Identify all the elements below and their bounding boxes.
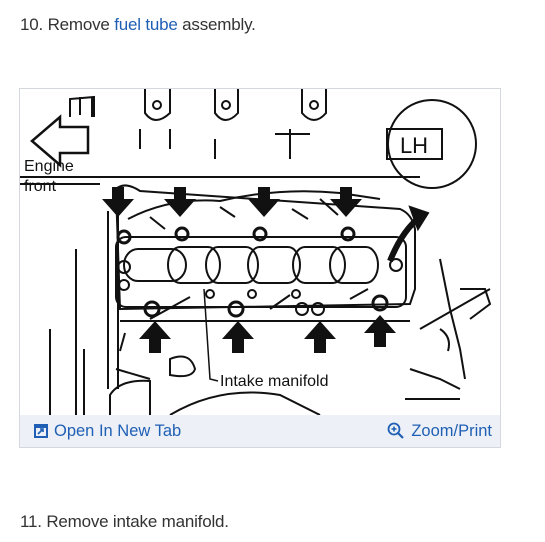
lh-badge-label: LH <box>400 133 428 158</box>
intake-manifold <box>115 190 407 320</box>
valve-linkages <box>20 89 420 185</box>
callout-leader <box>203 288 219 382</box>
open-new-tab-label: Open In New Tab <box>54 421 182 440</box>
step-10-text-after: assembly. <box>182 15 256 34</box>
step-10-number: 10. <box>20 15 44 34</box>
engine-front-arrow <box>30 114 90 168</box>
open-new-tab-icon <box>34 424 48 438</box>
intake-manifold-label: Intake manifold <box>220 373 329 390</box>
diagram-figure: LH Engine front <box>19 88 501 448</box>
intake-manifold-diagram[interactable]: LH Engine front <box>20 89 500 415</box>
step-10: 10. Remove fuel tube assembly. <box>20 15 256 35</box>
step-11-text: Remove intake manifold. <box>46 512 229 531</box>
step-10-text-before: Remove <box>47 15 110 34</box>
lh-badge: LH <box>386 99 477 189</box>
step-11-number: 11. <box>20 512 42 531</box>
zoom-print-button[interactable]: Zoom/Print <box>387 422 492 441</box>
engine-front-label-line1: Engine <box>24 158 74 175</box>
bolt-arrows-bottom <box>139 315 396 353</box>
zoom-print-label: Zoom/Print <box>411 421 492 440</box>
open-new-tab-button[interactable]: Open In New Tab <box>34 422 181 441</box>
fuel-tube-link[interactable]: fuel tube <box>114 15 178 34</box>
bolt-arrows-top <box>102 187 362 217</box>
figure-toolbar: Open In New Tab Zoom/Print <box>20 415 500 447</box>
zoom-in-icon <box>387 422 405 439</box>
engine-block-outline <box>49 184 492 415</box>
engine-front-label-line2: front <box>24 178 57 195</box>
step-11: 11. Remove intake manifold. <box>20 512 229 532</box>
